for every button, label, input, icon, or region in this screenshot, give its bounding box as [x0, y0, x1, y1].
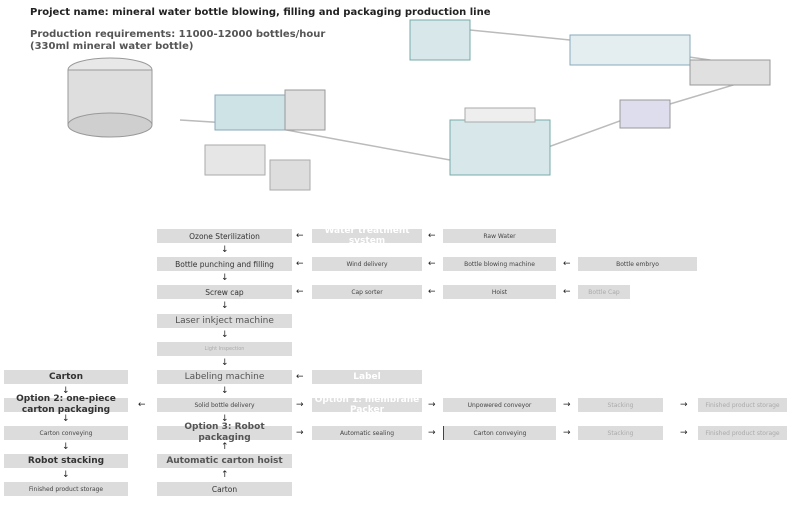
node-option2-carton-packaging: Option 2: one-piece carton packaging: [4, 394, 128, 415]
arrow-down-icon: ↓: [62, 414, 70, 424]
node-water-treatment: Water treatment system: [312, 226, 422, 246]
arrow-right-icon: →: [680, 400, 688, 410]
node-stacking: Stacking: [578, 398, 663, 412]
node-automatic-sealing: Automatic sealing: [312, 426, 422, 440]
node-finished-storage: Finished product storage: [698, 426, 787, 440]
node-carton-left: Carton: [4, 370, 128, 384]
arrow-down-icon: ↓: [62, 442, 70, 452]
arrow-down-icon: ↓: [221, 414, 229, 424]
arrow-up-icon: ↑: [221, 470, 229, 480]
node-carton-conveying-right: Carton conveying: [443, 426, 556, 440]
arrow-left-icon: ←: [428, 259, 436, 269]
node-solid-bottle-delivery: Solid bottle delivery: [157, 398, 292, 412]
tank: [67, 57, 153, 138]
node-carton-conveying-left: Carton conveying: [4, 426, 128, 440]
arrow-right-icon: →: [428, 400, 436, 410]
arrow-down-icon: ↓: [221, 301, 229, 311]
node-option1-membrane-packer: Option 1: membrane Packer: [312, 395, 422, 415]
arrow-left-icon: ←: [428, 231, 436, 241]
node-bottle-cap: Bottle Cap: [578, 285, 630, 299]
arrow-left-icon: ←: [138, 400, 146, 410]
arrow-right-icon: →: [428, 428, 436, 438]
node-hoist: Hoist: [443, 285, 556, 299]
arrow-left-icon: ←: [563, 287, 571, 297]
arrow-down-icon: ↓: [221, 358, 229, 368]
node-bottle-embryo: Bottle embryo: [578, 257, 697, 271]
production-line-illustration: [67, 19, 771, 191]
arrow-up-icon: ↑: [221, 442, 229, 452]
node-stacking: Stacking: [578, 426, 663, 440]
arrow-down-icon: ↓: [62, 386, 70, 396]
node-bottle-punching-filling: Bottle punching and filling: [157, 257, 292, 271]
node-laser-inkjet: Laser inkject machine: [157, 314, 292, 328]
water-treatment-machines: [204, 144, 311, 191]
node-robot-stacking: Robot stacking: [4, 454, 128, 468]
arrow-down-icon: ↓: [221, 245, 229, 255]
node-ozone-sterilization: Ozone Sterilization: [157, 229, 292, 243]
production-requirements: Production requirements: 11000-12000 bot…: [30, 29, 326, 52]
node-labeling-machine: Labeling machine: [157, 370, 292, 384]
arrow-left-icon: ←: [296, 231, 304, 241]
labeling-machine: [619, 99, 671, 129]
arrow-right-icon: →: [296, 400, 304, 410]
arrow-left-icon: ←: [428, 287, 436, 297]
arrow-down-icon: ↓: [221, 273, 229, 283]
arrow-right-icon: →: [563, 400, 571, 410]
node-option3-robot-packaging: Option 3: Robot packaging: [157, 422, 292, 443]
arrow-right-icon: →: [296, 428, 304, 438]
arrow-right-icon: →: [563, 428, 571, 438]
node-raw-water: Raw Water: [443, 229, 556, 243]
node-wind-delivery: Wind delivery: [312, 257, 422, 271]
project-name: Project name: mineral water bottle blowi…: [30, 7, 491, 18]
packaging-machines: [409, 19, 771, 86]
node-cap-sorter: Cap sorter: [312, 285, 422, 299]
arrow-left-icon: ←: [296, 259, 304, 269]
arrow-left-icon: ←: [563, 259, 571, 269]
node-screw-cap: Screw cap: [157, 285, 292, 299]
node-label: Label: [312, 370, 422, 384]
arrow-down-icon: ↓: [221, 330, 229, 340]
node-carton-bottom: Carton: [157, 482, 292, 496]
node-finished-storage: Finished product storage: [698, 398, 787, 412]
node-automatic-carton-hoist: Automatic carton hoist: [157, 454, 292, 468]
node-bottle-blowing: Bottle blowing machine: [443, 257, 556, 271]
node-light-inspection: Light Inspection: [157, 342, 292, 356]
node-unpowered-conveyor: Unpowered conveyor: [443, 398, 556, 412]
node-finished-storage-left: Finished product storage: [4, 482, 128, 496]
arrow-right-icon: →: [680, 428, 688, 438]
arrow-left-icon: ←: [296, 287, 304, 297]
arrow-left-icon: ←: [296, 372, 304, 382]
filling-machine: [449, 107, 551, 176]
arrow-down-icon: ↓: [62, 470, 70, 480]
arrow-down-icon: ↓: [221, 386, 229, 396]
blow-molding-machine: [214, 89, 326, 131]
